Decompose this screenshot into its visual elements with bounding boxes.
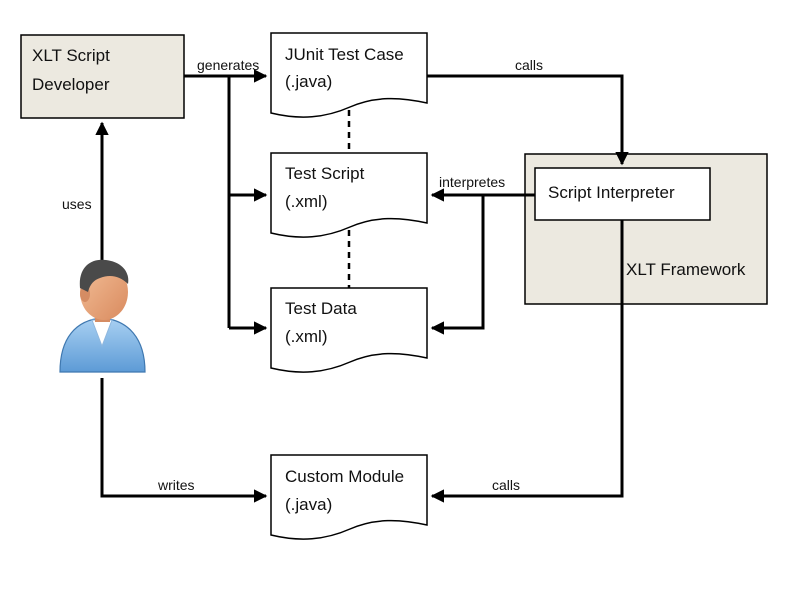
writes-label: writes — [157, 477, 195, 493]
developer-label-line2: Developer — [32, 75, 110, 94]
writes-connector: writes — [100, 378, 268, 503]
junit-label-line1: JUnit Test Case — [285, 45, 404, 64]
generates-connector: generates — [184, 57, 268, 335]
interpretes-connector: interpretes — [430, 174, 535, 335]
user-icon — [59, 259, 146, 373]
xlt-script-developer-box: XLT Script Developer — [20, 34, 185, 119]
calls-top-label: calls — [515, 57, 543, 73]
uses-connector: uses — [62, 121, 109, 262]
developer-label-line1: XLT Script — [32, 46, 110, 65]
xlt-framework-label: XLT Framework — [626, 260, 746, 279]
uses-label: uses — [62, 196, 92, 212]
test-script-doc: Test Script (.xml) — [270, 152, 428, 238]
test-data-label-line1: Test Data — [285, 299, 357, 318]
calls-bottom-connector: calls — [430, 220, 624, 503]
calls-bottom-label: calls — [492, 477, 520, 493]
test-script-label-line2: (.xml) — [285, 192, 327, 211]
calls-top-connector: calls — [427, 57, 629, 166]
interpretes-label: interpretes — [439, 174, 505, 190]
junit-test-case-doc: JUnit Test Case (.java) — [270, 32, 428, 118]
custom-module-doc: Custom Module (.java) — [270, 454, 428, 540]
junit-label-line2: (.java) — [285, 72, 332, 91]
custom-module-label-line1: Custom Module — [285, 467, 404, 486]
script-interpreter-box: Script Interpreter — [534, 167, 711, 221]
test-data-doc: Test Data (.xml) — [270, 287, 428, 373]
test-script-label-line1: Test Script — [285, 164, 365, 183]
test-data-label-line2: (.xml) — [285, 327, 327, 346]
script-interpreter-label: Script Interpreter — [548, 183, 675, 202]
generates-label: generates — [197, 57, 259, 73]
custom-module-label-line2: (.java) — [285, 495, 332, 514]
